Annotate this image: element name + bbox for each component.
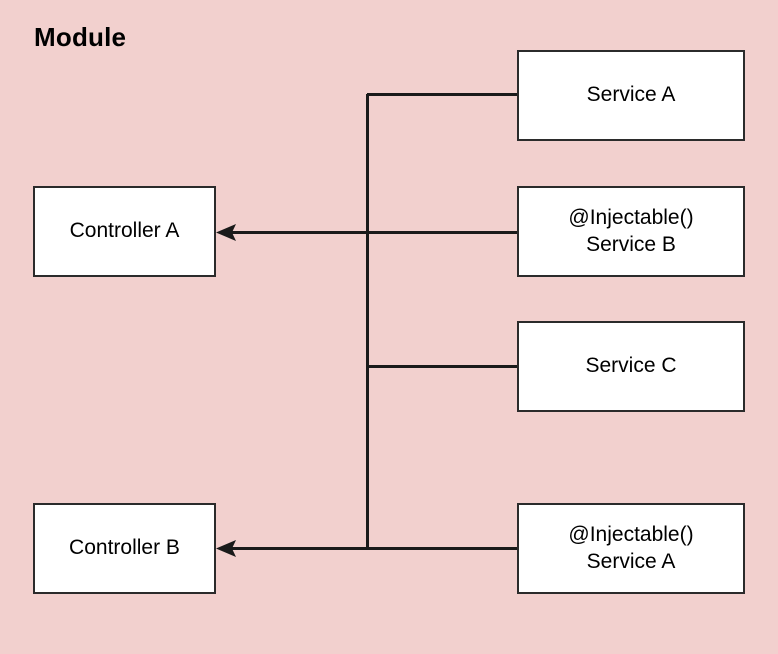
arrowhead-controller-b — [216, 540, 236, 557]
node-service-a-bottom-line2: Service A — [586, 549, 676, 573]
node-controller-b[interactable]: Controller B — [33, 503, 216, 594]
node-service-a-top[interactable]: Service A — [517, 50, 745, 141]
arrowhead-controller-a — [216, 224, 236, 241]
node-service-b-line2: Service B — [586, 232, 676, 256]
node-service-a-bottom-line1: @Injectable() — [568, 522, 694, 546]
node-service-c[interactable]: Service C — [517, 321, 745, 412]
node-service-b-line1: @Injectable() — [568, 205, 694, 229]
node-service-a-bottom[interactable]: @Injectable() Service A — [517, 503, 745, 594]
node-service-a-top-line1: Service A — [586, 83, 676, 107]
node-service-c-line1: Service C — [585, 354, 677, 378]
node-controller-b-line1: Controller B — [69, 536, 180, 560]
node-controller-a-line1: Controller A — [69, 219, 180, 243]
node-service-b[interactable]: @Injectable() Service B — [517, 186, 745, 277]
page-title: Module — [34, 22, 127, 52]
node-controller-a[interactable]: Controller A — [33, 186, 216, 277]
